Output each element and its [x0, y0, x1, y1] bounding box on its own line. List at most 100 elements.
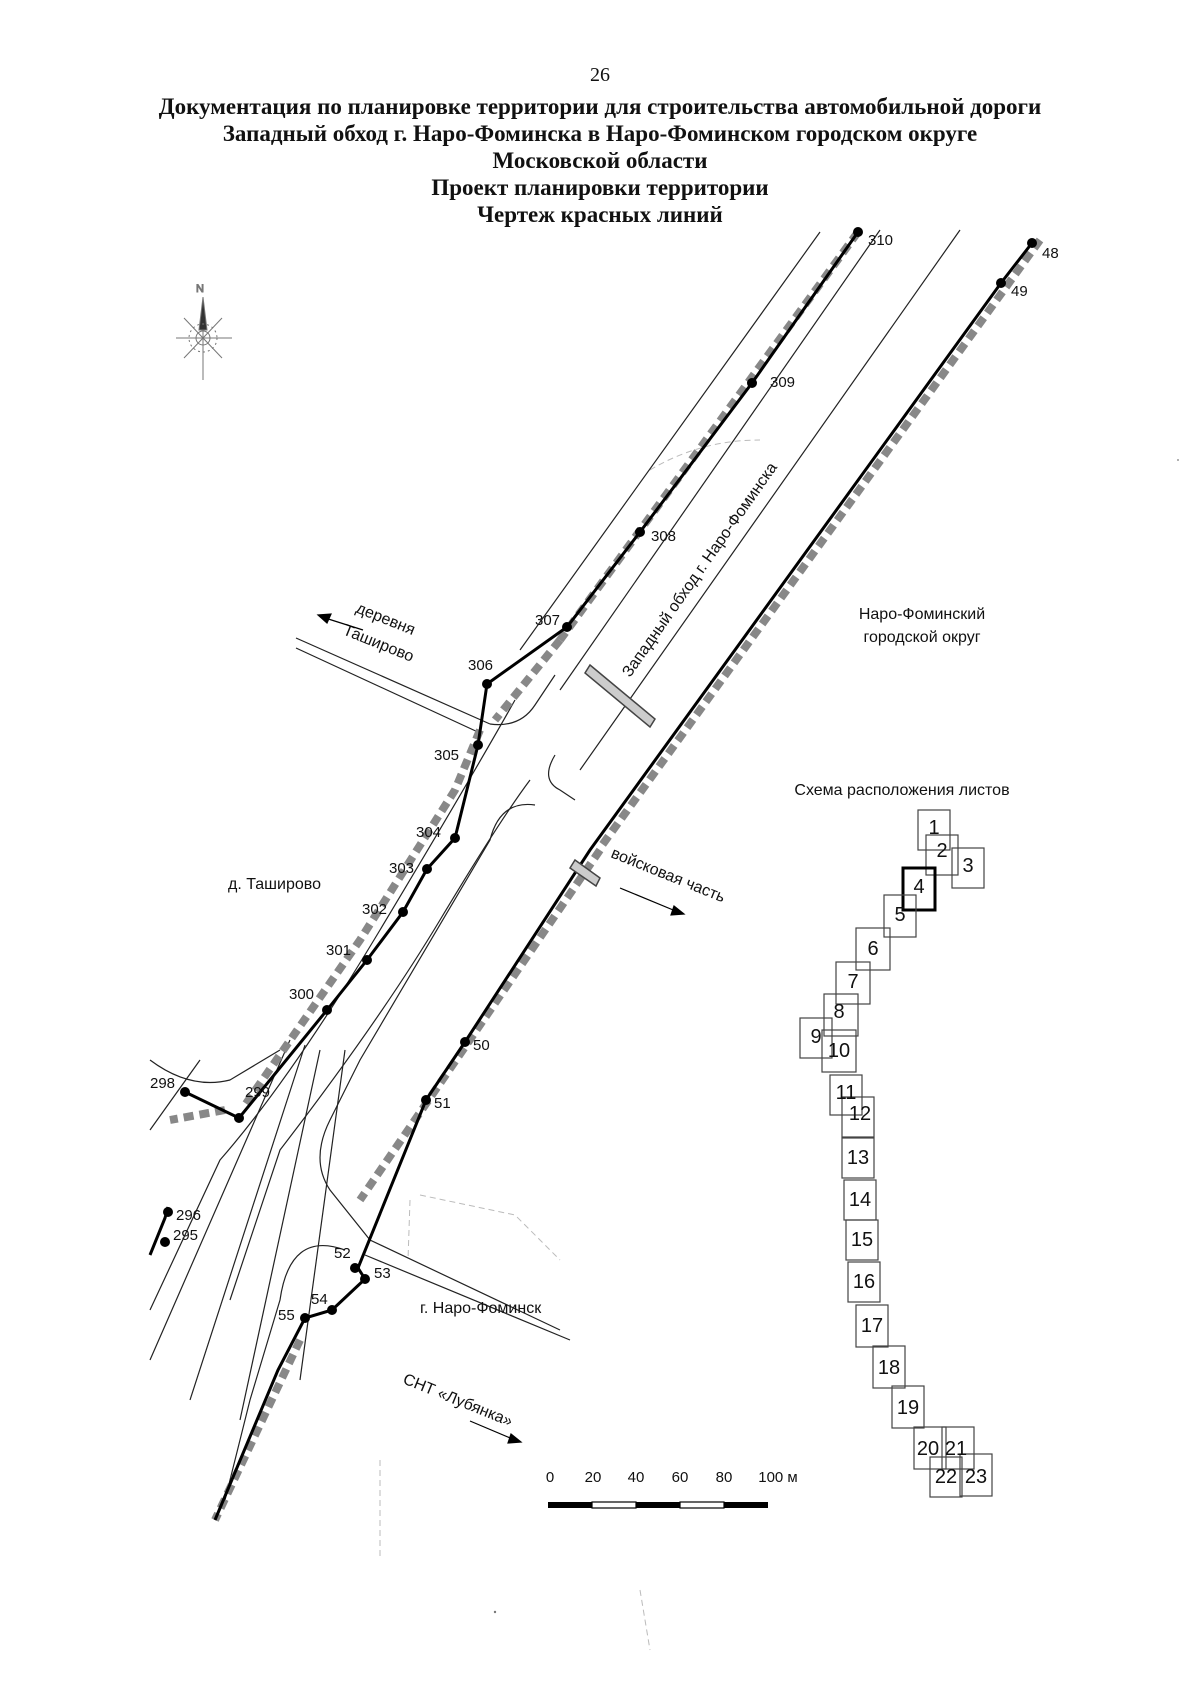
point-304: [450, 833, 460, 843]
sheet-num-7: 7: [847, 971, 858, 993]
point-302: [398, 907, 408, 917]
label-55: 55: [278, 1307, 295, 1324]
sheet-2: [925, 834, 959, 876]
page-number: 26: [590, 64, 610, 86]
sheet-18: [872, 1345, 906, 1389]
point-labels: 310 48 49 309 308 307 306 305 304 303 30…: [150, 232, 1059, 1324]
sheet-num-14: 14: [849, 1189, 871, 1211]
city-label: г. Наро-Фоминск: [420, 1300, 542, 1317]
label-310: 310: [868, 232, 893, 249]
sheet-num-2: 2: [936, 840, 947, 862]
label-308: 308: [651, 528, 676, 545]
point-295: [160, 1237, 170, 1247]
sheet-num-1: 1: [928, 817, 939, 839]
village-label: д. Таширово: [228, 876, 321, 893]
point-310: [853, 227, 863, 237]
sheet-6: [855, 927, 891, 971]
sheet-5: [883, 894, 917, 938]
arrow-icon-snt: [469, 1420, 523, 1444]
point-55: [300, 1313, 310, 1323]
label-51: 51: [434, 1095, 451, 1112]
scale-tick-40: 40: [628, 1469, 645, 1486]
label-304: 304: [416, 824, 441, 841]
sheet-17: [855, 1304, 889, 1348]
point-301: [362, 955, 372, 965]
sheet-num-10: 10: [828, 1040, 850, 1062]
point-309: [747, 378, 757, 388]
sheet-16: [847, 1261, 881, 1303]
label-298: 298: [150, 1075, 175, 1092]
sheet-13: [841, 1137, 875, 1179]
sheet-num-6: 6: [867, 938, 878, 960]
bridge-shapes: [568, 663, 656, 888]
title-line-2: Западный обход г. Наро-Фоминска в Наро-Ф…: [222, 121, 978, 146]
sheet-22: [929, 1456, 963, 1498]
label-295: 295: [173, 1227, 198, 1244]
label-299: 299: [245, 1084, 270, 1101]
point-296: [163, 1207, 173, 1217]
scale-bar: 0 20 40 60 80 100 м: [546, 1469, 798, 1509]
sheet-num-8: 8: [833, 1001, 844, 1023]
military-label: войсковая часть: [609, 845, 728, 906]
point-51: [421, 1095, 431, 1105]
boundary-points: [160, 227, 1037, 1323]
sheet-num-16: 16: [853, 1271, 875, 1293]
sheet-num-17: 17: [861, 1315, 883, 1337]
sheet-num-21: 21: [945, 1438, 967, 1460]
sheet-11: [829, 1074, 863, 1116]
sheet-scheme: [799, 809, 993, 1498]
sheet-19: [891, 1385, 925, 1429]
label-309: 309: [770, 374, 795, 391]
title-line-5: Чертеж красных линий: [477, 202, 723, 227]
sheet-12: [841, 1096, 875, 1138]
point-50: [460, 1037, 470, 1047]
label-50: 50: [473, 1037, 490, 1054]
scale-tick-0: 0: [546, 1469, 554, 1486]
point-308: [635, 527, 645, 537]
sheet-num-22: 22: [935, 1466, 957, 1488]
sheet-num-18: 18: [878, 1357, 900, 1379]
label-49: 49: [1011, 283, 1028, 300]
sheet-num-13: 13: [847, 1147, 869, 1169]
scale-tick-80: 80: [716, 1469, 733, 1486]
point-54: [327, 1305, 337, 1315]
sheet-num-23: 23: [965, 1466, 987, 1488]
label-300: 300: [289, 986, 314, 1003]
label-54: 54: [311, 1291, 328, 1308]
arrow-icon-tashirovo: [316, 613, 364, 631]
compass-rose-icon: N: [176, 283, 232, 380]
sheet-8: [823, 993, 859, 1037]
sheet-num-19: 19: [897, 1397, 919, 1419]
sheet-scheme-numbers: 1 2 3 4 5 6 7 8 9 10 11 12 13 14 15 16 1…: [810, 817, 987, 1488]
sheet-3: [951, 847, 985, 889]
sheet-9: [799, 1017, 833, 1059]
sheet-num-20: 20: [917, 1438, 939, 1460]
okrug-label-line1: Наро-Фоминский: [859, 606, 985, 623]
label-53: 53: [374, 1265, 391, 1282]
point-53: [360, 1274, 370, 1284]
sheet-num-11: 11: [836, 1082, 857, 1104]
sheet-num-5: 5: [894, 904, 905, 926]
label-296: 296: [176, 1207, 201, 1224]
title-line-4: Проект планировки территории: [431, 175, 769, 200]
title-line-1: Документация по планировке территории дл…: [158, 94, 1042, 119]
label-302: 302: [362, 901, 387, 918]
sheet-23: [959, 1453, 993, 1497]
label-52: 52: [334, 1245, 351, 1262]
label-48: 48: [1042, 245, 1059, 262]
road-edges: [149, 229, 961, 1501]
arrow-icon-military: [619, 887, 686, 916]
point-306: [482, 679, 492, 689]
point-300: [322, 1005, 332, 1015]
title-line-3: Московской области: [492, 148, 708, 173]
point-298: [180, 1087, 190, 1097]
okrug-label-line2: городской округ: [863, 629, 980, 646]
point-48: [1027, 238, 1037, 248]
sheet-7: [835, 961, 871, 1005]
point-303: [422, 864, 432, 874]
point-49: [996, 278, 1006, 288]
point-299: [234, 1113, 244, 1123]
sheet-num-9: 9: [810, 1026, 821, 1048]
sheet-scheme-title: Схема расположения листов: [794, 782, 1009, 799]
